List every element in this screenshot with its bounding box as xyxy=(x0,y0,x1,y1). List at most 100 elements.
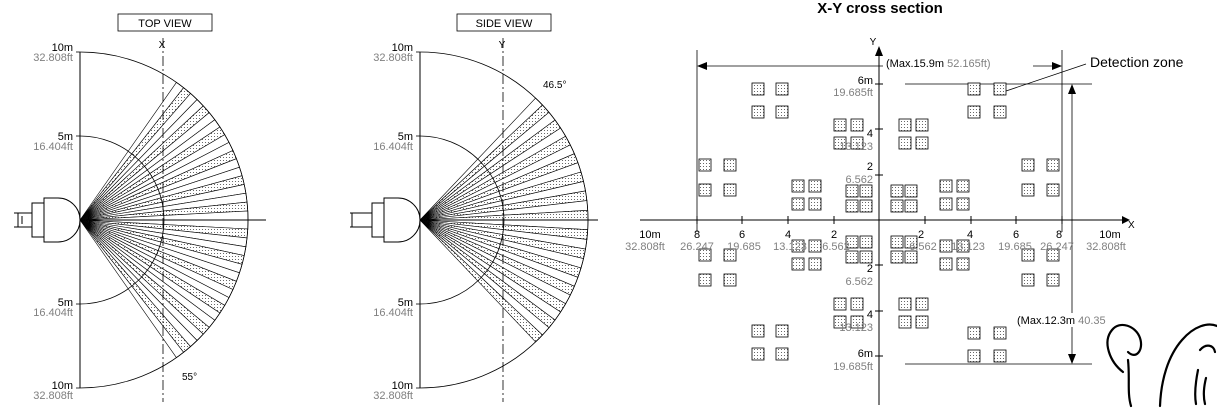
detection-zone-box xyxy=(833,136,847,150)
top-view-frame xyxy=(76,38,266,402)
y-tick-lower-4: 4 xyxy=(867,309,873,321)
detection-zone-box xyxy=(993,82,1007,96)
side-scale-10m-top-ft: 32.808ft xyxy=(373,52,413,64)
detection-zone-box xyxy=(698,158,712,172)
detection-zone-box xyxy=(723,248,737,262)
detection-zone-box xyxy=(993,326,1007,340)
top-scale-10m-bottom-ft: 32.808ft xyxy=(33,390,73,402)
detection-zone-box xyxy=(775,105,789,119)
detection-zone-box xyxy=(904,235,918,249)
detection-zone-box xyxy=(751,105,765,119)
detection-zone-box xyxy=(967,105,981,119)
detection-zone-box xyxy=(993,349,1007,363)
detection-zone-box xyxy=(775,324,789,338)
top-scale-5m-upper-ft: 16.404ft xyxy=(33,141,73,153)
detection-zone-box xyxy=(915,315,929,329)
detection-zone-box xyxy=(845,235,859,249)
detection-zone-box xyxy=(956,239,970,253)
x-tick-left-10: 10m xyxy=(639,229,660,241)
detection-zone-box xyxy=(967,326,981,340)
detection-zone-boxes xyxy=(698,82,1060,363)
width-note-bg xyxy=(883,57,1033,70)
side-view-label: SIDE VIEW xyxy=(476,18,533,30)
y-axis-ticks xyxy=(875,83,883,357)
detection-zone-box xyxy=(890,199,904,213)
detection-zone-box xyxy=(939,239,953,253)
x-tick-right-8-ft: 26.247 xyxy=(1040,241,1074,253)
detection-zone-box xyxy=(751,82,765,96)
y-tick-lower-6: 6m xyxy=(858,348,873,360)
detection-zone-box xyxy=(775,347,789,361)
detection-zone-box xyxy=(698,248,712,262)
top-view-detection-fan xyxy=(79,81,249,359)
detection-zone-box xyxy=(967,82,981,96)
side-scale-10m-bottom-ft: 32.808ft xyxy=(373,390,413,402)
x-tick-left-8: 8 xyxy=(694,229,700,241)
detection-zone-box xyxy=(1046,248,1060,262)
top-view-axis-label: X xyxy=(159,40,166,51)
detection-zone-box xyxy=(939,197,953,211)
detection-zone-box xyxy=(845,199,859,213)
detection-zone-box xyxy=(791,179,805,193)
detection-zone-box xyxy=(915,297,929,311)
y-tick-lower-2: 2 xyxy=(867,263,873,275)
y-tick-lower-4-ft: 13.123 xyxy=(839,322,873,334)
detection-zone-box xyxy=(1046,183,1060,197)
y-tick-upper-2: 2 xyxy=(867,161,873,173)
detection-zone-box xyxy=(808,239,822,253)
detection-zone-box xyxy=(859,250,873,264)
x-tick-right-8: 8 xyxy=(1056,229,1062,241)
height-note: (Max.12.3m 40.35 xyxy=(1017,315,1106,327)
x-tick-left-4: 4 xyxy=(785,229,791,241)
side-scale-5m-upper-ft: 16.404ft xyxy=(373,141,413,153)
detection-zone-box xyxy=(808,197,822,211)
top-scale-10m-bottom: 10m xyxy=(52,380,73,392)
detection-zone-box xyxy=(859,199,873,213)
x-tick-left-6: 6 xyxy=(739,229,745,241)
top-scale-10m-top: 10m xyxy=(52,42,73,54)
x-tick-right-2: 2 xyxy=(918,229,924,241)
detection-zone-box xyxy=(850,297,864,311)
y-tick-labels: 6m 19.685ft 4 13.123 2 6.562 2 6.562 4 1… xyxy=(833,75,873,373)
detection-zone-box xyxy=(751,324,765,338)
x-tick-left-10-ft: 32.808ft xyxy=(625,241,665,253)
x-tick-left-4-ft: 13.123 xyxy=(773,241,807,253)
detection-zone-box xyxy=(898,315,912,329)
detection-zone-box xyxy=(1021,158,1035,172)
detection-zone-box xyxy=(898,297,912,311)
y-tick-upper-4: 4 xyxy=(867,128,873,140)
detection-zone-box xyxy=(791,257,805,271)
mascot-sketch-icon xyxy=(1106,323,1217,408)
side-view-sensor-icon xyxy=(350,197,421,243)
detection-zone-box xyxy=(850,315,864,329)
side-view-label-box xyxy=(456,13,552,32)
detection-zone-box xyxy=(723,158,737,172)
x-tick-left-10-bg xyxy=(612,228,672,254)
y-tick-lower-2-ft: 6.562 xyxy=(845,276,873,288)
x-tick-left-2: 2 xyxy=(831,229,837,241)
detection-zone-box xyxy=(890,235,904,249)
side-view-panel: SIDE VIEW 10m 32.808ft 5m 16.404ft 5m 16… xyxy=(350,13,598,402)
detection-zone-box xyxy=(833,118,847,132)
x-tick-right-10-ft: 32.808ft xyxy=(1086,241,1126,253)
xy-cross-section-panel: X-Y cross section Y X (Max.15.9m 52.165f… xyxy=(612,0,1184,405)
y-tick-upper-2-ft: 6.562 xyxy=(845,174,873,186)
detection-zone-box xyxy=(808,257,822,271)
detection-zone-box xyxy=(915,136,929,150)
detection-zone-box xyxy=(775,82,789,96)
x-axis-ticks xyxy=(696,216,1063,224)
detection-zone-box xyxy=(967,349,981,363)
y-axis-label: Y xyxy=(870,37,877,48)
detection-zone-box xyxy=(698,273,712,287)
x-axis-label: X xyxy=(1128,220,1135,231)
detection-zone-box xyxy=(956,257,970,271)
x-tick-left-8-ft: 26.247 xyxy=(680,241,714,253)
detection-zone-box xyxy=(956,179,970,193)
x-tick-left-2-ft: 6.562 xyxy=(822,241,850,253)
top-scale-5m-lower: 5m xyxy=(58,297,73,309)
y-tick-upper-6-ft: 19.685ft xyxy=(833,87,873,99)
detection-zone-box xyxy=(904,250,918,264)
detection-zone-box xyxy=(1021,273,1035,287)
detection-zone-box xyxy=(1046,273,1060,287)
